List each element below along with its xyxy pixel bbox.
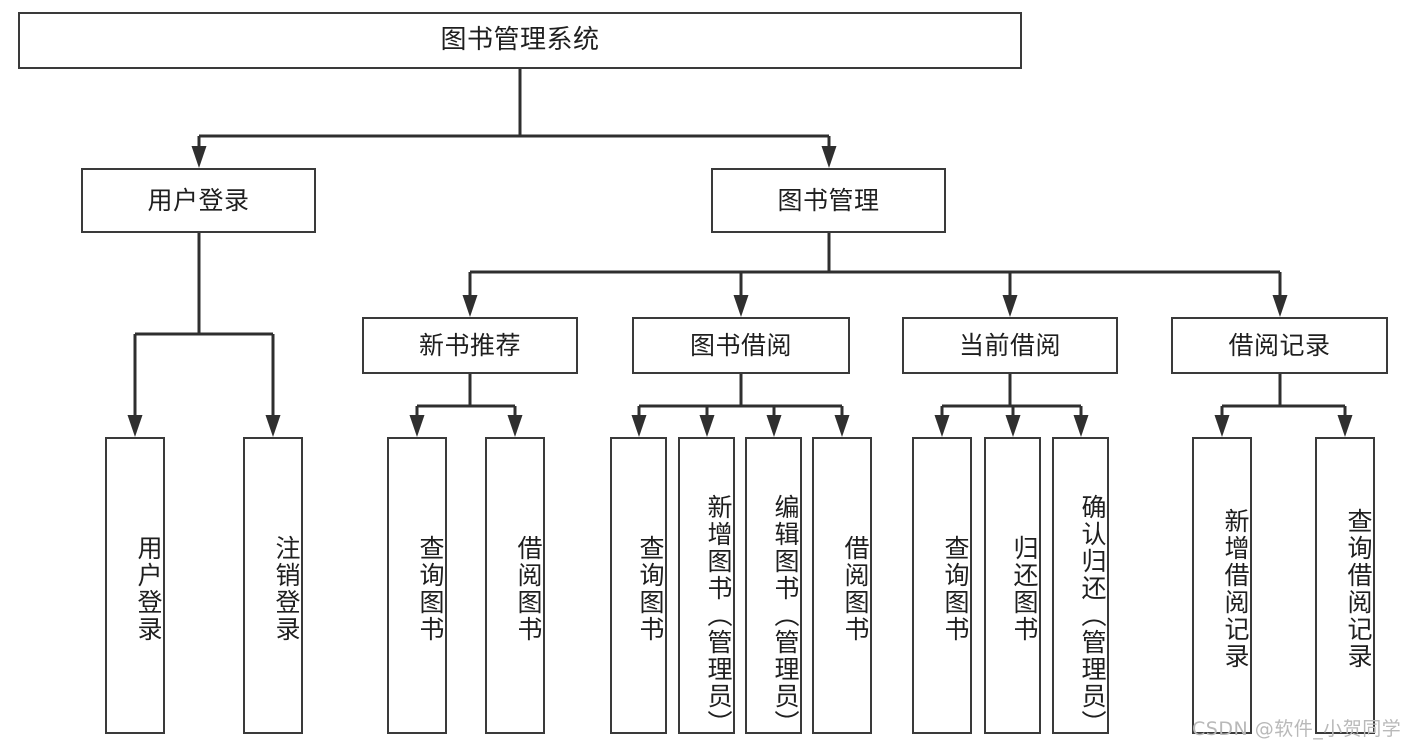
node-l3-current-borrow[interactable]: 当前借阅 — [902, 317, 1118, 374]
node-l3-new-book-rec[interactable]: 新书推荐 — [362, 317, 578, 374]
watermark: CSDN @软件_小贺同学 — [1192, 718, 1402, 740]
node-leaf-bb-edit[interactable]: 编辑图书（管理员） — [745, 437, 802, 737]
node-label: 归还图书 — [1010, 534, 1039, 643]
node-label: 用户登录 — [134, 534, 163, 643]
node-l3-borrow-record[interactable]: 借阅记录 — [1171, 317, 1388, 374]
node-leaf-user-login[interactable]: 用户登录 — [105, 437, 165, 734]
node-label: 当前借阅 — [958, 330, 1061, 360]
node-label: 新增图书（管理员） — [704, 494, 733, 737]
node-leaf-cb-confirm[interactable]: 确认归还（管理员） — [1052, 437, 1109, 737]
node-label: 借阅记录 — [1228, 330, 1331, 360]
node-leaf-user-logout[interactable]: 注销登录 — [243, 437, 303, 734]
node-label: 注销登录 — [272, 534, 301, 643]
node-l3-book-borrow[interactable]: 图书借阅 — [632, 317, 850, 374]
node-label: 图书管理 — [777, 185, 880, 215]
node-label: 新增借阅记录 — [1221, 507, 1250, 670]
node-label: 编辑图书（管理员） — [771, 494, 800, 737]
node-leaf-cb-return[interactable]: 归还图书 — [984, 437, 1041, 734]
node-label: 查询图书 — [416, 534, 445, 643]
node-label: 借阅图书 — [514, 534, 543, 643]
node-label: 图书管理系统 — [440, 25, 600, 56]
node-leaf-rec-query[interactable]: 查询图书 — [387, 437, 447, 734]
node-leaf-bb-borrow[interactable]: 借阅图书 — [812, 437, 872, 734]
node-label: 查询图书 — [941, 534, 970, 643]
node-label: 新书推荐 — [418, 330, 521, 360]
node-label: 查询借阅记录 — [1344, 507, 1373, 670]
node-l2-book-manage[interactable]: 图书管理 — [711, 168, 946, 233]
node-label: 图书借阅 — [689, 330, 792, 360]
node-leaf-bb-add[interactable]: 新增图书（管理员） — [678, 437, 735, 737]
node-leaf-cb-query[interactable]: 查询图书 — [912, 437, 972, 734]
node-label: 用户登录 — [147, 185, 250, 215]
node-label: 确认归还（管理员） — [1078, 494, 1107, 737]
node-leaf-br-add[interactable]: 新增借阅记录 — [1192, 437, 1252, 734]
node-leaf-br-query[interactable]: 查询借阅记录 — [1315, 437, 1375, 734]
node-label: 查询图书 — [636, 534, 665, 643]
node-label: 借阅图书 — [841, 534, 870, 643]
node-root[interactable]: 图书管理系统 — [18, 12, 1022, 69]
node-l2-user-login[interactable]: 用户登录 — [81, 168, 316, 233]
node-leaf-bb-query[interactable]: 查询图书 — [610, 437, 667, 734]
node-leaf-rec-borrow[interactable]: 借阅图书 — [485, 437, 545, 734]
